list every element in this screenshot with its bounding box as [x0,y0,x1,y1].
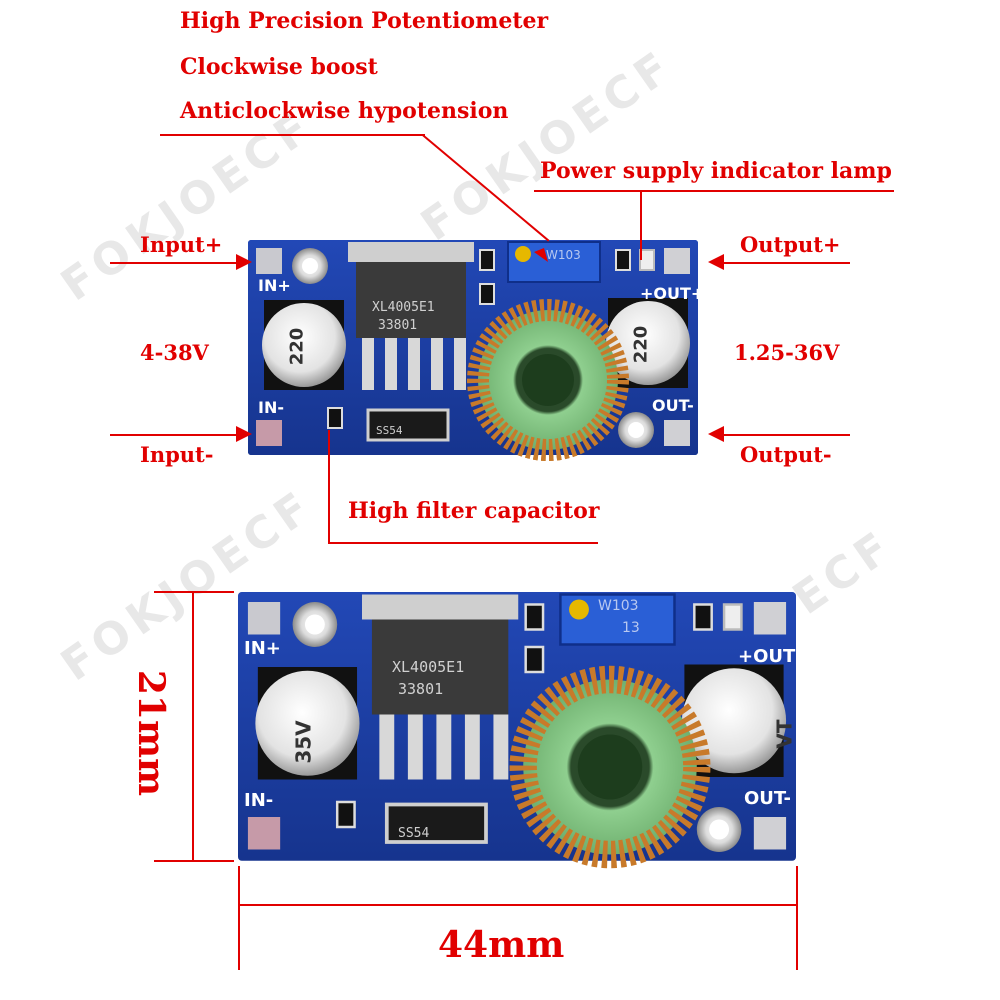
pot-number: 13 [622,620,640,636]
diode-marking: SS54 [376,424,403,437]
label-output-range: 1.25-36V [734,340,840,365]
diode-marking: SS54 [398,826,430,841]
arrow-input-plus [110,262,240,264]
leader-line-filter-down [328,430,330,544]
arrow-input-minus [110,434,240,436]
dim-width-left-tick [238,866,240,970]
label-input-range: 4-38V [140,340,209,365]
pin-out-plus: +OUT+ [738,646,811,667]
pin-out-plus: +OUT+ [640,284,705,303]
leader-line-filter [328,542,598,544]
pot-code: W103 [546,248,581,262]
leader-line-pot [160,134,425,136]
dim-height-label: 21mm [130,669,173,797]
pin-out-minus: OUT- [652,396,694,415]
arrow-output-plus [720,262,850,264]
pin-in-plus: IN+ [258,276,291,295]
chip-marking: XL4005E1 [392,658,465,676]
label-input-minus: Input- [140,442,214,467]
label-indicator: Power supply indicator lamp [540,158,892,184]
dim-height-top-tick [154,591,234,593]
label-filter-capacitor: High filter capacitor [348,498,600,524]
chip-lot: 33801 [398,680,444,698]
pin-in-plus: IN+ [244,638,281,659]
dim-width-right-tick [796,866,798,970]
label-output-minus: Output- [740,442,832,467]
chip-marking: XL4005E1 [372,300,435,315]
label-clockwise: Clockwise boost [180,54,378,80]
leader-line-indicator [534,190,894,192]
label-output-plus: Output+ [740,232,841,257]
dim-height-bottom-tick [154,860,234,862]
label-anticlockwise: Anticlockwise hypotension [180,98,509,124]
label-input-plus: Input+ [140,232,223,257]
chip-lot: 33801 [378,318,418,333]
pin-out-minus: OUT- [744,788,792,809]
dim-height-line [192,592,194,862]
pin-in-minus: IN- [258,398,284,417]
pot-code: W103 [598,598,639,614]
label-potentiometer: High Precision Potentiometer [180,8,549,34]
pin-in-minus: IN- [244,790,274,811]
dim-width-label: 44mm [438,924,565,966]
leader-line-indicator-down [640,190,642,260]
arrow-output-minus [720,434,850,436]
dim-width-line [238,904,798,906]
